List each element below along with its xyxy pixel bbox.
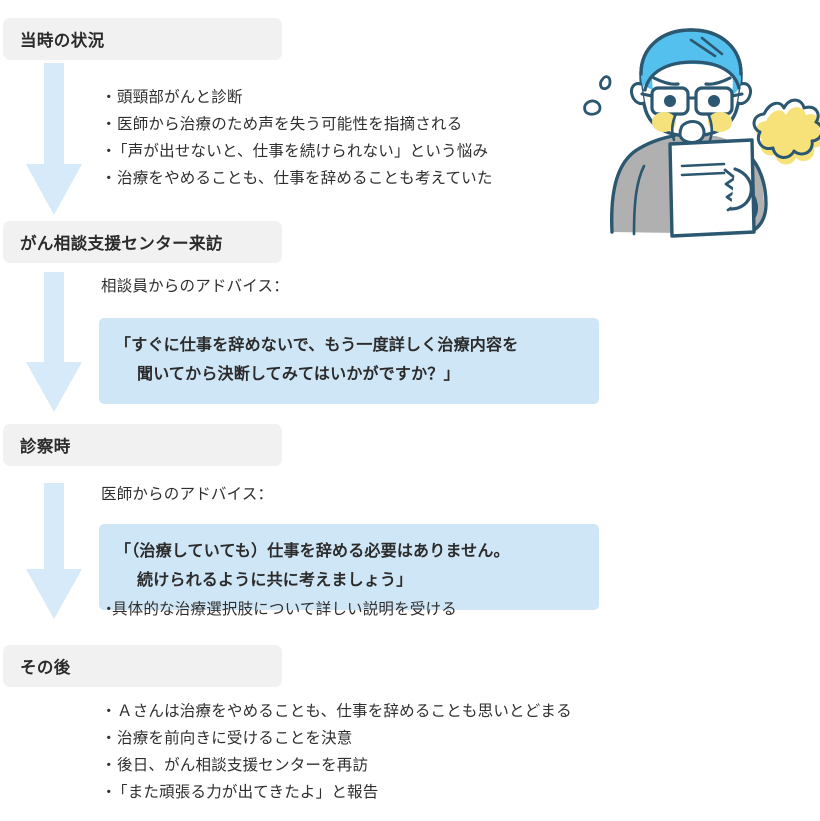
quote-line: 「すぐに仕事を辞めないで、もう一度詳しく治療内容を [115,337,519,354]
bullet-text: Ａさんは治療をやめることも、仕事を辞めることも思いとどまる [117,703,572,720]
bullet-marker: ・ [101,730,117,747]
bullet-marker: ・ [101,757,117,774]
bullet-text: 後日、がん相談支援センターを再訪 [117,757,369,774]
bullet-text: 「声が出せないと、仕事を続けられない」という悩み [112,143,489,160]
quote-box-doctor: 「（治療していても）仕事を辞める必要はありません。 続けられるように共に考えまし… [99,524,599,610]
bullet-marker: ・ [101,170,117,187]
bullet-marker: ・ [101,601,117,618]
quote-line: 「（治療していても）仕事を辞める必要はありません。 [115,543,510,560]
bullet-marker: ・ [101,89,117,106]
list-item: ・ Ａさんは治療をやめることも、仕事を辞めることも思いとどまる [101,698,572,725]
list-item: ・ 頭頸部がんと診断 [101,84,493,111]
bullet-list-situation: ・ 頭頸部がんと診断 ・ 医師から治療のため声を失う可能性を指摘される ・ 「声… [101,84,493,192]
list-item: ・ 医師から治療のため声を失う可能性を指摘される [101,111,493,138]
section-header-consultation: 診察時 [3,424,282,466]
quote-line: 聞いてから決断してみてはいかがですか？」 [137,366,460,383]
section-header-label: がん相談支援センター来訪 [20,235,223,253]
list-item: ・ 後日、がん相談支援センターを再訪 [101,752,572,779]
bullet-text: 頭頸部がんと診断 [117,89,243,106]
bullet-text: 治療を前向きに受けることを決意 [117,730,353,747]
section-header-label: 診察時 [20,438,71,456]
arrow-down-2 [26,272,82,412]
worried-man-illustration [578,18,820,246]
section-header-after: その後 [3,645,282,687]
bullet-text: 医師から治療のため声を失う可能性を指摘される [117,116,463,133]
bullet-list-after: ・ Ａさんは治療をやめることも、仕事を辞めることも思いとどまる ・ 治療を前向き… [101,698,572,806]
section-header-label: 当時の状況 [20,32,105,50]
bullet-marker: ・ [101,784,117,801]
section-header-center-visit: がん相談支援センター来訪 [3,221,282,263]
list-item: ・ 「また頑張る力が出てきたよ」と報告 [101,779,572,806]
advice-label-counselor: 相談員からのアドバイス： [101,278,289,295]
bullet-list-consultation: ・ 具体的な治療選択肢について詳しい説明を受ける [101,596,457,623]
bullet-text: 具体的な治療選択肢について詳しい説明を受ける [112,601,457,618]
advice-label-doctor: 医師からのアドバイス： [101,486,274,503]
list-item: ・ 「声が出せないと、仕事を続けられない」という悩み [101,138,493,165]
quote-line: 続けられるように共に考えましょう」 [137,572,413,589]
section-header-label: その後 [20,659,71,677]
bullet-marker: ・ [101,116,117,133]
arrow-down-3 [26,483,82,619]
list-item: ・ 治療を前向きに受けることを決意 [101,725,572,752]
quote-box-counselor: 「すぐに仕事を辞めないで、もう一度詳しく治療内容を 聞いてから決断してみてはいか… [99,318,599,404]
list-item: ・ 具体的な治療選択肢について詳しい説明を受ける [101,596,457,623]
bullet-marker: ・ [101,703,117,720]
bullet-text: 「また頑張る力が出てきたよ」と報告 [112,784,379,801]
arrow-down-1 [26,63,82,215]
list-item: ・ 治療をやめることも、仕事を辞めることも考えていた [101,165,493,192]
section-header-situation: 当時の状況 [3,18,282,60]
bullet-marker: ・ [101,143,117,160]
bullet-text: 治療をやめることも、仕事を辞めることも考えていた [117,170,493,187]
